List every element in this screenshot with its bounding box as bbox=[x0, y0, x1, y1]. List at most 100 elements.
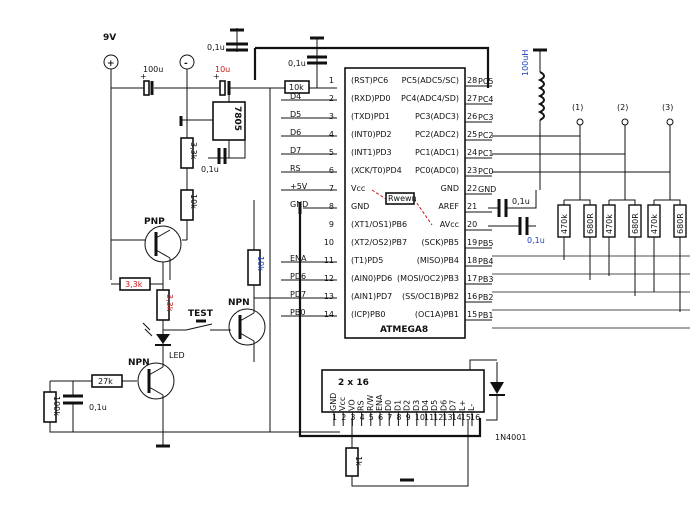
resistor-input-label: 470k bbox=[650, 214, 659, 234]
pin-function: (AIN0)PD6 bbox=[351, 274, 392, 283]
pin-function: (SCK)PB5 bbox=[421, 238, 459, 247]
capacitor-mid-top: 0,1u bbox=[288, 36, 327, 88]
rwewn-label: Rwewn bbox=[388, 194, 417, 203]
resistor-3-3k-a: 3,3k bbox=[180, 110, 198, 169]
pin-net-label: D5 bbox=[290, 110, 301, 119]
pin-number: 12 bbox=[324, 274, 334, 283]
regulator-label: 7805 bbox=[232, 106, 242, 131]
inductor-label: 100uH bbox=[521, 50, 530, 76]
lcd-pin-number: 3 bbox=[350, 413, 355, 422]
pin-function: (SS/OC1B)PB2 bbox=[402, 292, 459, 301]
lcd-pin-number: 8 bbox=[396, 413, 401, 422]
lcd-pin-name: D1 bbox=[393, 400, 402, 411]
cap-npn-label: 0,1u bbox=[89, 403, 107, 412]
cap-reg-label: 0,1u bbox=[201, 165, 219, 174]
lcd-pin-name: ENA bbox=[375, 394, 384, 411]
pin-function: (AIN1)PD7 bbox=[351, 292, 392, 301]
resistor-3-3k-a-label: 3,3k bbox=[189, 142, 198, 160]
npn-test-label: NPN bbox=[228, 298, 250, 308]
resistor-input-label: 680R bbox=[631, 213, 640, 234]
pin-number: 13 bbox=[324, 292, 334, 301]
pin-number: 8 bbox=[329, 202, 334, 211]
resistor-1k: 1k bbox=[345, 418, 469, 487]
supply-9v: 9V + - bbox=[103, 33, 195, 70]
resistor-10k-top: 10k bbox=[284, 80, 310, 94]
pin-number: 9 bbox=[329, 220, 334, 229]
pin-net-label: PB2 bbox=[478, 293, 493, 302]
diode-1n4001: 1N4001 bbox=[469, 359, 526, 442]
lcd-pin-number: 13 bbox=[442, 413, 452, 422]
pin-function: (OC1A)PB1 bbox=[415, 310, 459, 319]
pin-function: GND bbox=[441, 184, 459, 193]
cap-aref-label: 0,1u bbox=[512, 197, 530, 206]
pin-net-label: PC1 bbox=[478, 149, 494, 158]
pin-number: 7 bbox=[329, 184, 334, 193]
lcd-pin-number: 2 bbox=[341, 413, 346, 422]
pin-net-label: PB1 bbox=[478, 311, 493, 320]
pin-net-label: D7 bbox=[290, 146, 301, 155]
lcd-title: 2 x 16 bbox=[338, 378, 369, 388]
lcd-pin-name: D6 bbox=[439, 400, 448, 411]
lcd-pin-number: 12 bbox=[433, 413, 443, 422]
pin-function: PC4(ADC4/SD) bbox=[401, 94, 459, 103]
resistor-27k: 27k bbox=[50, 374, 137, 388]
pin-function: (RST)PC6 bbox=[351, 76, 388, 85]
lcd-pin-number: 5 bbox=[369, 413, 374, 422]
pnp-label: PNP bbox=[144, 217, 165, 227]
pin-number: 20 bbox=[467, 220, 477, 229]
pin-function: (TXD)PD1 bbox=[351, 112, 390, 121]
lcd-pin-number: 14 bbox=[452, 413, 462, 422]
lcd-pin-number: 16 bbox=[470, 413, 480, 422]
diode-label: 1N4001 bbox=[495, 433, 526, 442]
led: LED bbox=[142, 322, 185, 360]
resistor-3-3k-b-label: 3,3k bbox=[125, 280, 143, 289]
pin-function: (INT1)PD3 bbox=[351, 148, 392, 157]
cap-plus-b: + bbox=[213, 72, 220, 81]
resistor-3-3k-c-label: 3,3k bbox=[165, 294, 174, 312]
lcd-pin-number: 7 bbox=[387, 413, 392, 422]
lcd-pin-number: 1 bbox=[332, 413, 337, 422]
resistor-10k-top-label: 10k bbox=[289, 83, 304, 92]
capacitor-100u: + 100u bbox=[140, 65, 163, 96]
pin-number: 16 bbox=[467, 292, 477, 301]
chip-name: ATMEGA8 bbox=[380, 325, 428, 335]
pin-net-label: +5V bbox=[290, 182, 308, 191]
lcd-pin-number: 11 bbox=[424, 413, 434, 422]
regulator-7805: 7805 0,1u bbox=[179, 95, 246, 175]
pin-number: 23 bbox=[467, 166, 477, 175]
lcd-pin-number: 9 bbox=[406, 413, 411, 422]
pin-number: 1 bbox=[329, 76, 334, 85]
pin-number: 15 bbox=[467, 310, 477, 319]
pin-number: 2 bbox=[329, 94, 334, 103]
internal-resistor: Rwewn bbox=[371, 189, 433, 226]
cap-top-label: 0,1u bbox=[207, 43, 225, 52]
atmega8-chip: ATMEGA8 1(RST)PC62(RXD)PD0D43(TXD)PD1D54… bbox=[290, 67, 496, 339]
cap-mid-top-label: 0,1u bbox=[288, 59, 306, 68]
pin-number: 24 bbox=[467, 148, 477, 157]
capacitor-10u: + 10u bbox=[213, 65, 231, 96]
resistor-10k-blue-label: 10k bbox=[256, 256, 265, 271]
pin-number: 10 bbox=[324, 238, 334, 247]
pin-number: 26 bbox=[467, 112, 477, 121]
pin-number: 27 bbox=[467, 94, 477, 103]
pin-net-label: PC3 bbox=[478, 113, 494, 122]
lcd-pin-number: 15 bbox=[461, 413, 471, 422]
lcd-pin-name: GND bbox=[329, 393, 338, 411]
lcd-pin-number: 10 bbox=[415, 413, 425, 422]
lcd-pin-number: 6 bbox=[378, 413, 383, 422]
pin-net-label: PD7 bbox=[290, 290, 306, 299]
lcd-2x16: 2 x 16 GND1Vcc2VO3RS4R/W5ENA6D07D18D29D3… bbox=[321, 369, 485, 426]
lcd-pin-name: R/W bbox=[366, 395, 375, 411]
pin-function: AVcc bbox=[440, 220, 459, 229]
pin-function: PC0(ADC0) bbox=[415, 166, 459, 175]
pin-number: 5 bbox=[329, 148, 334, 157]
capacitor-aref: 0,1u 0,1u bbox=[488, 190, 545, 245]
pin-net-label: D4 bbox=[290, 92, 301, 101]
lcd-pin-name: L- bbox=[467, 404, 476, 411]
channel-label: (3) bbox=[662, 103, 673, 112]
resistor-input-label: 680R bbox=[676, 213, 685, 234]
supply-plus-sign: + bbox=[107, 59, 115, 69]
pin-function: (T1)PD5 bbox=[351, 256, 383, 265]
